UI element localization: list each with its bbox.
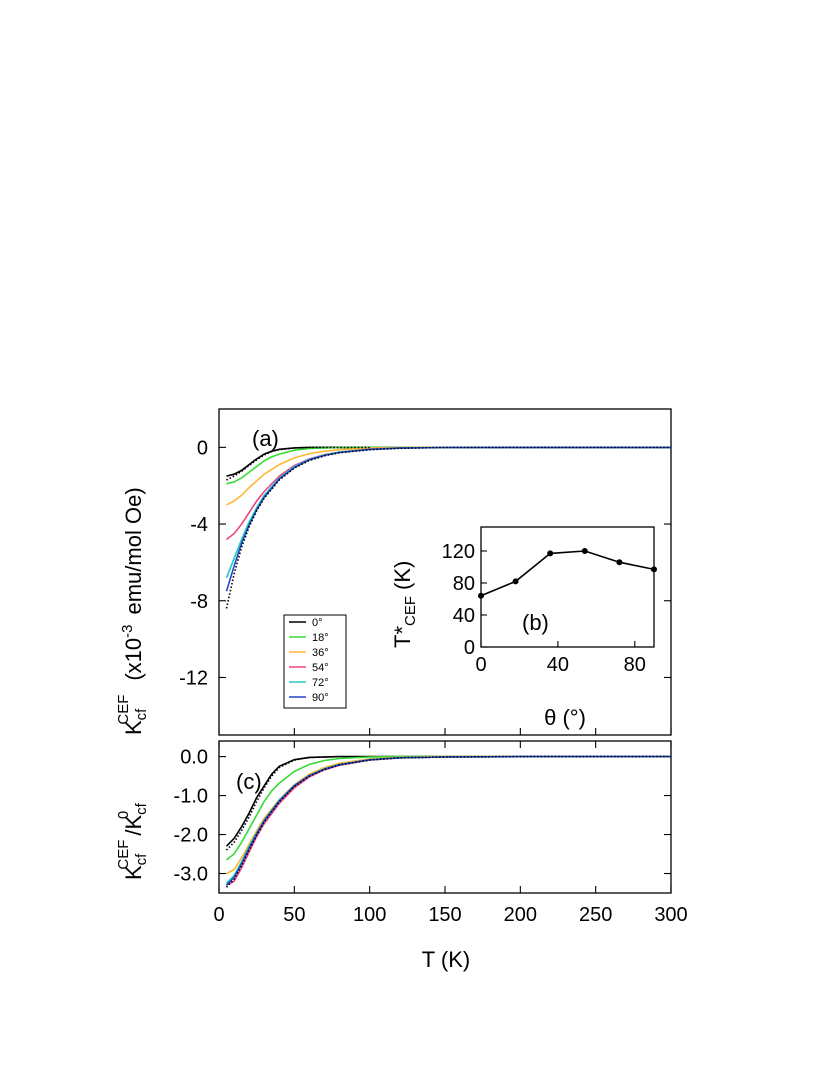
- panel-c-series-line: [225, 755, 671, 886]
- panel-c-ytick-label: -3.0: [174, 864, 208, 886]
- panel-b-point: [512, 578, 519, 585]
- panel-a-series-line: [226, 446, 671, 477]
- panel-a-fit-line: [226, 446, 370, 481]
- legend-box: [283, 614, 347, 709]
- panel-b-point: [616, 559, 623, 566]
- panel-c-xtick-label: 150: [428, 904, 461, 926]
- panel-a-ytick-label: -4: [190, 514, 208, 536]
- panel-b-xlabel: θ (°): [544, 705, 586, 730]
- panel-b-series-line: [480, 550, 655, 597]
- legend-entry: 18°: [312, 632, 329, 644]
- panel-c-ylabel: KcfCEF/Kcf0: [115, 802, 150, 880]
- legend-entry: 72°: [312, 677, 329, 689]
- panel-b-ytick-label: 80: [453, 573, 475, 595]
- panel-b-ytick-label: 120: [442, 541, 475, 563]
- panel-c-xtick-label: 300: [654, 904, 687, 926]
- panel-a-fit-line: [225, 446, 671, 609]
- panel-b-label: (b): [522, 610, 549, 635]
- panel-c-fit-line: [225, 755, 340, 851]
- panel-b-ylabel: T*CEF(K): [390, 561, 419, 648]
- panel-a-ylabel: KcfCEF(x10-3emu/mol Oe): [115, 487, 150, 735]
- panel-a-ytick-label: -12: [179, 667, 208, 689]
- legend: 0° 18° 36° 54° 72° 90°: [283, 614, 347, 709]
- panel-b-xtick-label: 80: [624, 654, 646, 676]
- legend-entry: 54°: [312, 662, 329, 674]
- panel-b-frame: [480, 526, 655, 648]
- panel-b-point: [581, 548, 588, 554]
- panel-c: 0.0 -1.0 -2.0 -3.00 50 100 150 200 250 300 (c) T …: [115, 740, 688, 972]
- panel-c-series-line: [226, 755, 671, 875]
- panel-c-ytick-label: -1.0: [174, 786, 208, 808]
- panel-c-series-line: [225, 755, 671, 884]
- panel-c-series-line: [225, 755, 671, 847]
- legend-entry: 0°: [312, 617, 323, 629]
- panel-b-point: [478, 592, 484, 599]
- panel-a-ytick-label: 0: [197, 437, 208, 459]
- panel-b-xtick-label: 40: [547, 654, 569, 676]
- panel-a-series-line: [226, 446, 671, 541]
- panel-a: 0 -4 -8 -12 (a) KcfCEF(x10-3emu/mol Oe) 0° 1…: [115, 408, 672, 736]
- panel-b-xtick-label: 0: [475, 654, 486, 676]
- panel-a-label: (a): [252, 426, 279, 451]
- panel-b-ytick-label: 40: [453, 605, 475, 627]
- panel-c-xtick-label: 200: [504, 904, 537, 926]
- panel-a-ytick-label: -8: [190, 591, 208, 613]
- panel-b: 0 40 80 120 0 40 80 (b) θ (°) T*CEF(K): [390, 526, 657, 730]
- panel-b-point: [651, 566, 657, 573]
- panel-c-xtick-label: 250: [579, 904, 612, 926]
- panel-c-xlabel: T (K): [422, 947, 470, 972]
- panel-a-series-line: [226, 446, 671, 506]
- panel-c-label: (c): [236, 769, 262, 794]
- panel-c-xtick-label: 100: [353, 904, 386, 926]
- panel-c-xtick-label: 50: [283, 904, 305, 926]
- panel-c-ytick-label: 0.0: [180, 747, 208, 769]
- panel-c-xtick-label: 0: [213, 904, 224, 926]
- legend-entry: 36°: [312, 647, 329, 659]
- panel-b-point: [547, 550, 554, 557]
- panel-c-series-line: [226, 755, 671, 886]
- panel-c-fit-line: [225, 755, 671, 888]
- panel-b-ytick-label: 0: [464, 637, 475, 659]
- panel-c-series-line: [226, 755, 671, 861]
- legend-entry: 90°: [312, 692, 329, 704]
- panel-c-ytick-label: -2.0: [174, 825, 208, 847]
